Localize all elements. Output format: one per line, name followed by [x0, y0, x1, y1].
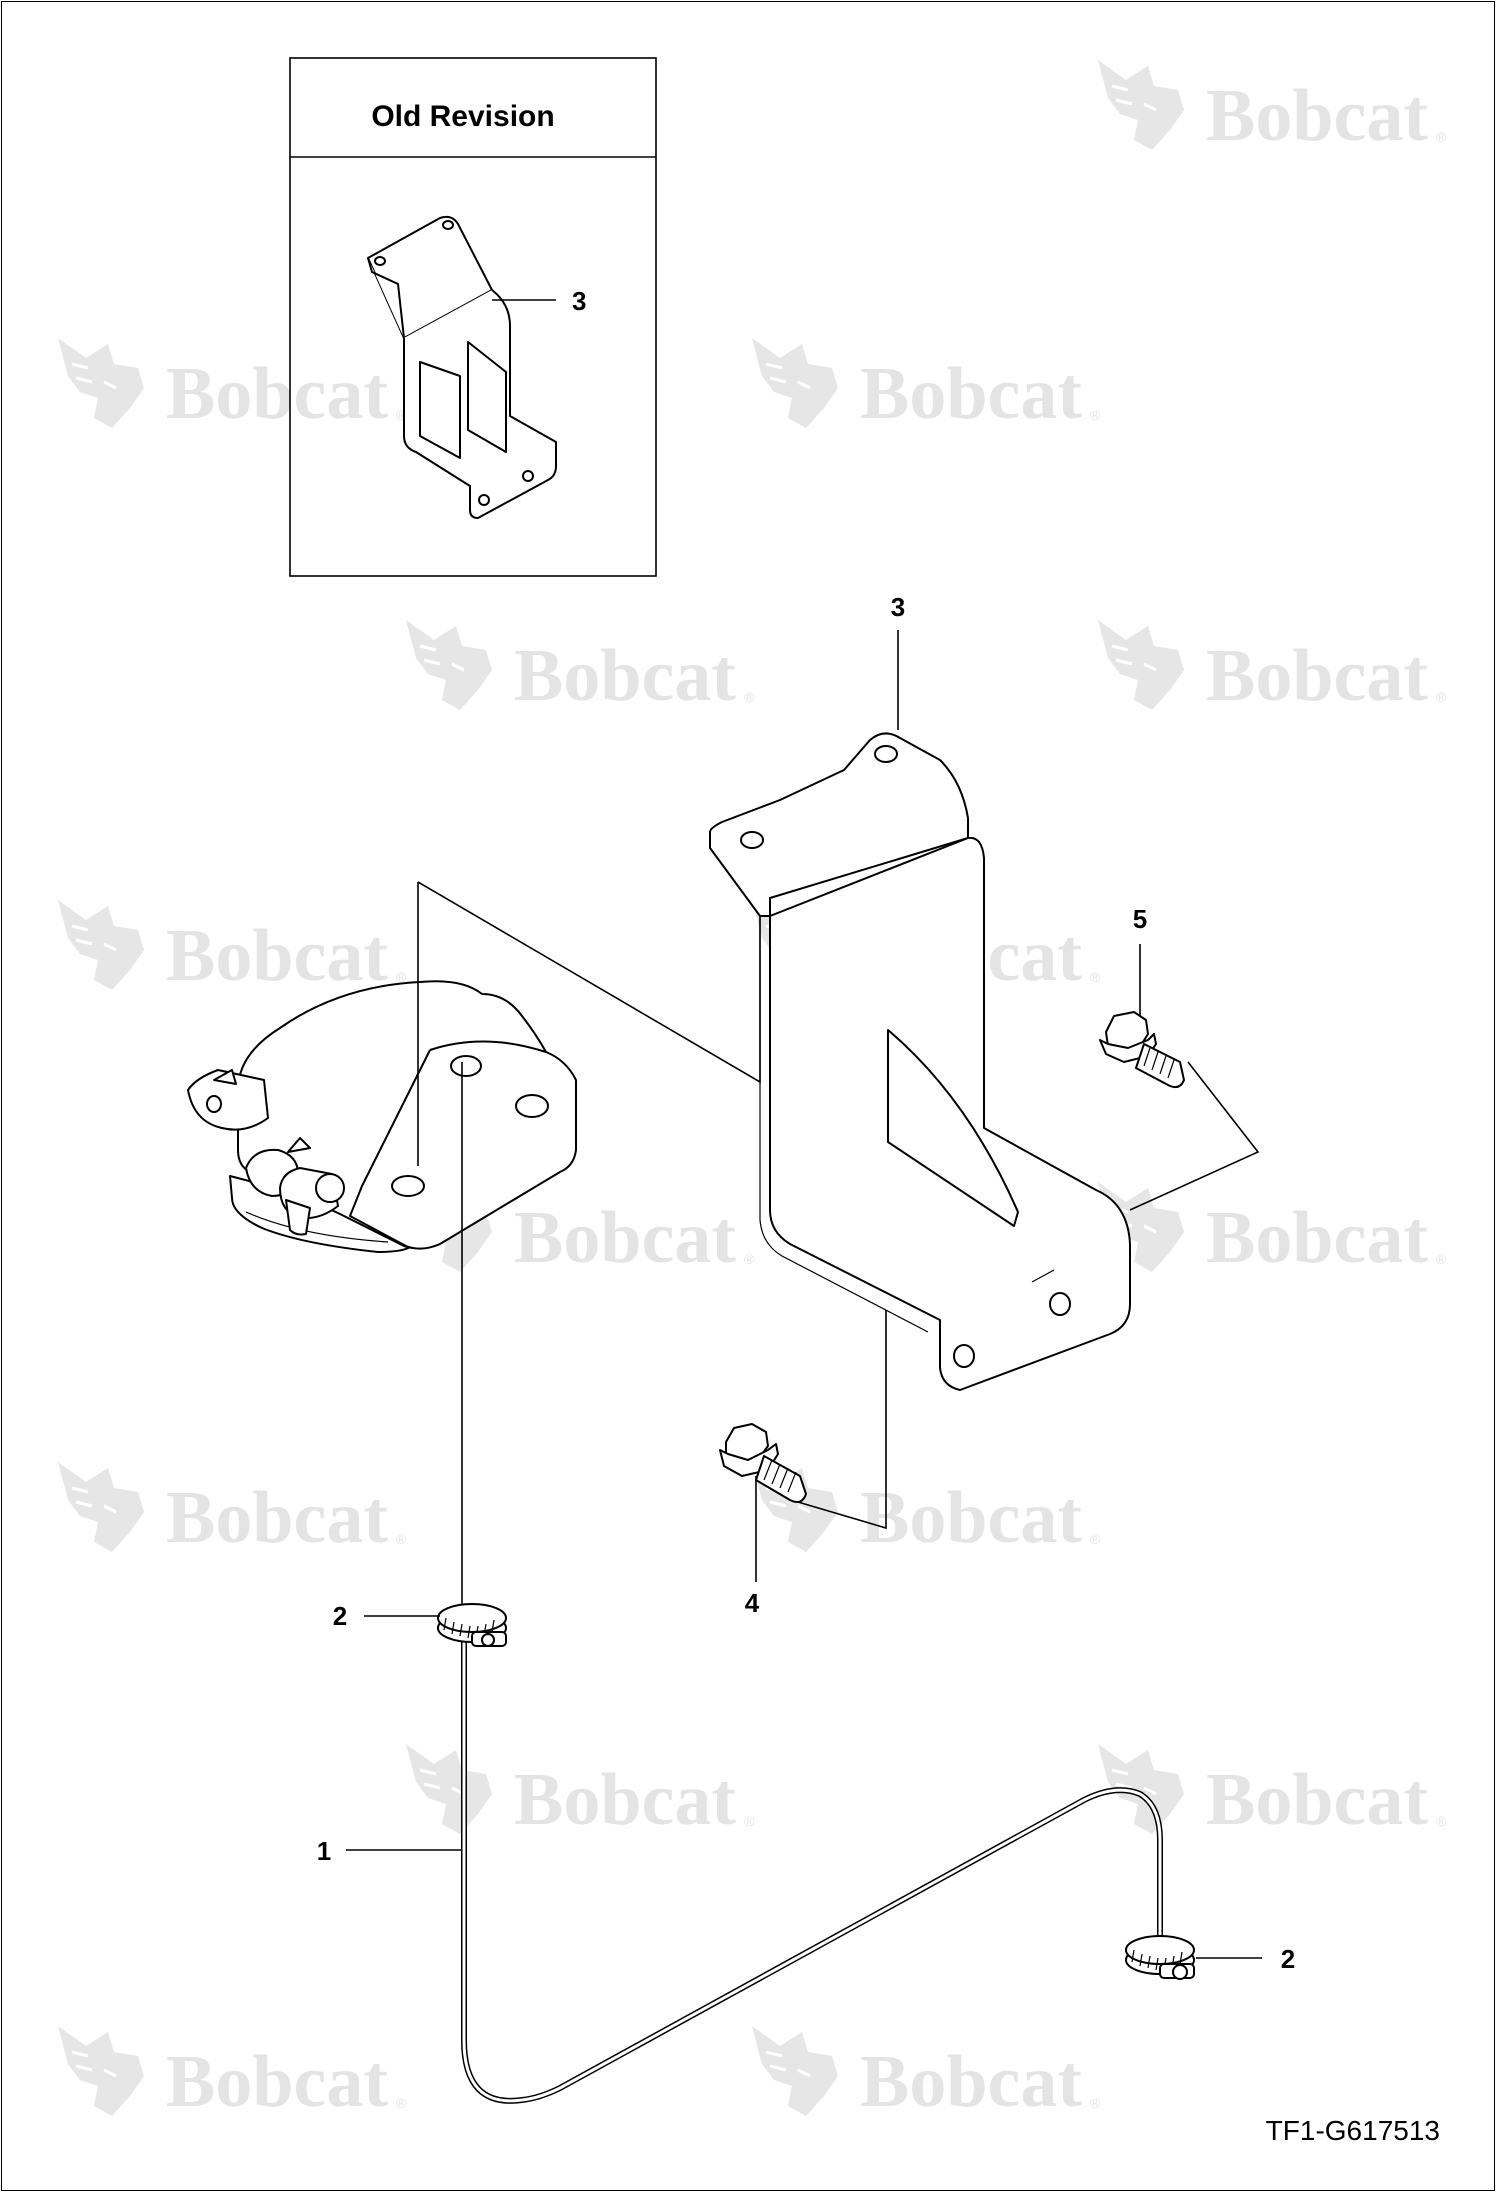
watermark-reg: ® — [1090, 1531, 1101, 1547]
watermark-text: Bobcat — [860, 2041, 1082, 2123]
watermark-reg: ® — [744, 1251, 755, 1267]
watermark-reg: ® — [396, 1531, 407, 1547]
inset-callout-3: 3 — [572, 286, 586, 316]
callout-1: 1 — [317, 1836, 331, 1866]
watermark-reg: ® — [396, 969, 407, 985]
watermark-reg: ® — [1436, 129, 1447, 145]
watermark-reg: ® — [1436, 1251, 1447, 1267]
watermark-text: Bobcat — [860, 353, 1082, 435]
callout-4: 4 — [745, 1588, 760, 1618]
watermark-reg: ® — [1090, 969, 1101, 985]
drawing-code: TF1-G617513 — [1266, 2115, 1440, 2146]
callout-2-upper: 2 — [333, 1601, 347, 1631]
watermark-reg: ® — [1436, 689, 1447, 705]
watermark-logo: Bobcat ® — [404, 618, 755, 717]
watermark-text: Bobcat — [166, 353, 388, 435]
watermark-logo: Bobcat ® — [56, 898, 407, 997]
watermark-text: Bobcat — [1206, 1197, 1428, 1279]
watermark-text: Bobcat — [166, 2041, 388, 2123]
watermark-text: Bobcat — [1206, 75, 1428, 157]
watermark-reg: ® — [1436, 1813, 1447, 1829]
watermark-logo: Bobcat ® — [404, 1742, 755, 1841]
watermark-logo: Bobcat ® — [750, 1460, 1101, 1559]
callout-3: 3 — [891, 592, 905, 622]
leader-lines — [346, 630, 1262, 1959]
watermark-text: Bobcat — [514, 635, 736, 717]
watermark-logo: Bobcat ® — [404, 1180, 755, 1279]
watermark-reg: ® — [744, 689, 755, 705]
old-bracket-drawing — [367, 215, 557, 519]
watermark-logo: Bobcat ® — [750, 336, 1101, 435]
watermark-logo: Bobcat ® — [56, 1460, 407, 1559]
filter-head-assembly — [187, 980, 577, 1253]
watermark-logo: Bobcat ® — [1096, 1180, 1447, 1279]
assembly-lines — [417, 881, 1260, 1608]
watermark-reg: ® — [744, 1813, 755, 1829]
watermark-logo: Bobcat ® — [750, 2024, 1101, 2123]
old-revision-inset: Old Revision 3 — [289, 57, 657, 577]
watermark-text: Bobcat — [514, 1197, 736, 1279]
watermark-reg: ® — [396, 407, 407, 423]
watermark-text: Bobcat — [1206, 1759, 1428, 1841]
bolt-part-5 — [1099, 1011, 1185, 1089]
watermark-text: Bobcat — [1206, 635, 1428, 717]
watermark-text: Bobcat — [166, 1477, 388, 1559]
watermark-text: Bobcat — [166, 915, 388, 997]
inset-frame — [289, 57, 657, 577]
watermark-reg: ® — [396, 2095, 407, 2111]
watermark-logo: Bobcat ® — [1096, 1742, 1447, 1841]
watermark-logo: Bobcat ® — [1096, 58, 1447, 157]
hose-part-1 — [461, 1640, 1163, 2104]
hose-clamp-lower — [1125, 1935, 1195, 1980]
watermark-logo: Bobcat ® — [1096, 618, 1447, 717]
watermark-logo: Bobcat ® — [56, 336, 407, 435]
watermark-text: Bobcat — [514, 1759, 736, 1841]
watermark-reg: ® — [1090, 2095, 1101, 2111]
bracket-part-3 — [709, 732, 1131, 1391]
callout-5: 5 — [1133, 904, 1147, 934]
bolt-part-4 — [719, 1423, 807, 1503]
watermark-text: Bobcat — [860, 1477, 1082, 1559]
inset-title: Old Revision — [371, 100, 554, 133]
callout-2-lower: 2 — [1281, 1944, 1295, 1974]
watermark-reg: ® — [1090, 407, 1101, 423]
watermark-logo: Bobcat ® — [56, 2024, 407, 2123]
hose-clamp-upper — [437, 1603, 507, 1647]
